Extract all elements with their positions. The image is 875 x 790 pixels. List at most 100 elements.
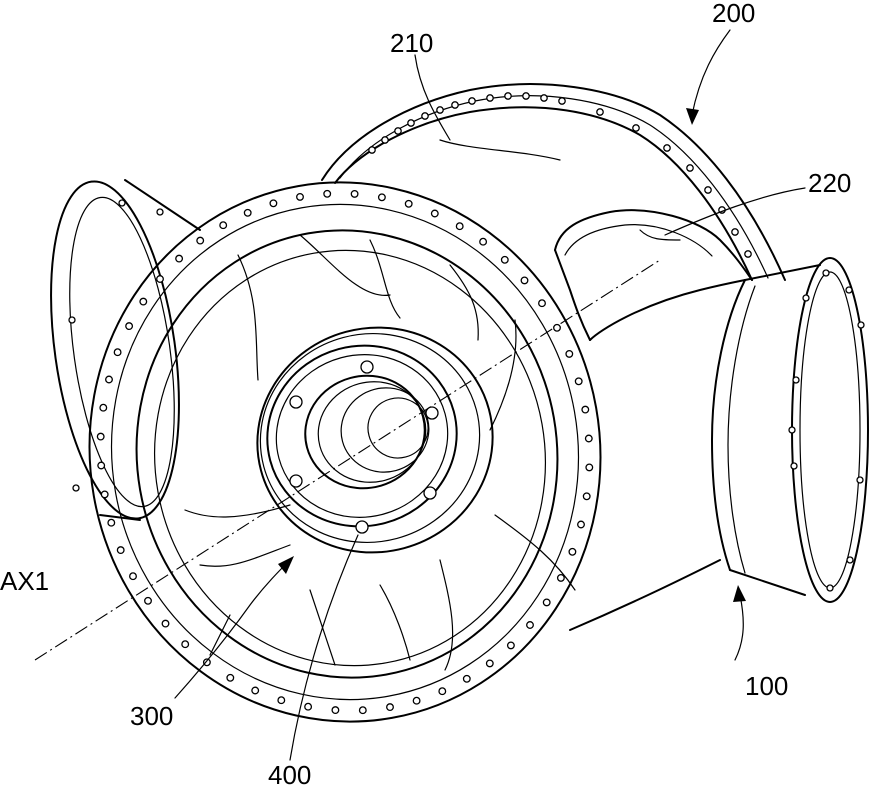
- flange-hole: [386, 703, 394, 712]
- flange-hole: [632, 124, 640, 132]
- flange-hole: [540, 94, 548, 102]
- flange-hole: [72, 484, 80, 492]
- flange-hole: [857, 321, 865, 329]
- flange-hole: [486, 94, 494, 102]
- flange-hole: [323, 189, 332, 198]
- flange-hole: [556, 573, 565, 582]
- flange-hole: [565, 349, 574, 358]
- label-210: 210: [390, 28, 433, 58]
- flange-hole: [788, 426, 796, 434]
- flange-hole: [404, 199, 413, 208]
- flange-hole: [485, 659, 494, 668]
- flange-hole: [504, 92, 512, 100]
- flange-hole: [585, 463, 594, 472]
- flange-hole: [304, 702, 313, 711]
- flange-hole: [181, 640, 190, 649]
- flange-hole: [277, 696, 286, 705]
- flange-hole: [129, 572, 137, 581]
- flange-hole: [451, 101, 459, 109]
- flange-hole: [582, 492, 591, 501]
- flange-hole: [522, 92, 530, 100]
- label-ax1: AX1: [0, 566, 49, 596]
- flange-hole: [125, 322, 134, 331]
- bearing-bolt: [355, 520, 369, 534]
- flange-hole: [331, 706, 340, 715]
- hub-body-100: [569, 279, 756, 631]
- flange-hole: [97, 461, 106, 470]
- flange-hole: [368, 146, 376, 154]
- flange-hole: [175, 254, 184, 263]
- flange-hole: [596, 108, 604, 116]
- flange-hole: [99, 403, 108, 412]
- bearing-bolt: [425, 406, 439, 420]
- flange-hole: [744, 250, 752, 258]
- flange-hole: [553, 323, 561, 332]
- arrow-head: [686, 108, 699, 125]
- opening-220: [554, 209, 753, 341]
- flange-hole: [358, 706, 367, 715]
- flange-hole: [845, 286, 853, 294]
- flange-hole: [581, 405, 590, 414]
- bearing-bolt: [289, 395, 303, 409]
- flange-hole: [436, 106, 444, 114]
- flange-hole: [105, 375, 113, 384]
- flange-hole: [526, 621, 534, 629]
- label-200: 200: [712, 0, 755, 28]
- flange-hole: [269, 199, 278, 208]
- leaders: [174, 29, 806, 761]
- front-flange-300: [88, 181, 602, 723]
- flange-hole: [156, 275, 164, 283]
- flange-hole: [462, 674, 471, 683]
- flange-hole: [118, 199, 126, 207]
- flange-hole: [377, 193, 386, 202]
- flange-hole: [100, 490, 109, 499]
- bearing-bolt: [289, 474, 303, 488]
- flange-hole: [196, 236, 205, 245]
- flange-hole: [577, 520, 585, 529]
- flange-hole: [107, 518, 116, 527]
- flange-hole: [144, 596, 152, 605]
- flange-hole: [500, 255, 509, 264]
- label-100: 100: [745, 671, 788, 701]
- label-400: 400: [268, 760, 311, 790]
- flange-hole: [438, 687, 447, 696]
- flange-hole: [219, 221, 228, 230]
- flange-hole: [802, 294, 810, 302]
- right-flange: [729, 257, 869, 603]
- label-220: 220: [808, 168, 851, 198]
- bearing-bolt: [423, 486, 437, 500]
- flange-hole: [846, 556, 854, 564]
- flange-hole: [574, 377, 583, 386]
- flange-hole: [96, 432, 105, 441]
- flange-hole: [381, 136, 389, 144]
- flange-hole: [822, 269, 830, 277]
- flange-hole: [568, 547, 577, 556]
- flange-hole: [202, 658, 211, 667]
- flange-hole: [479, 237, 488, 246]
- flange-hole: [538, 299, 546, 308]
- flange-hole: [792, 376, 800, 384]
- flange-hole: [506, 641, 515, 650]
- flange-hole: [394, 127, 402, 135]
- flange-hole: [226, 673, 235, 682]
- bolt-ring: [96, 189, 594, 715]
- flange-hole: [856, 476, 864, 484]
- flange-hole: [542, 598, 551, 607]
- flange-hole: [296, 192, 304, 201]
- bearing-400: [256, 326, 494, 554]
- flange-hole: [663, 144, 671, 152]
- arrow-head: [733, 585, 746, 602]
- bearing-bolt: [360, 360, 374, 374]
- flange-hole: [412, 696, 421, 705]
- flange-hole: [584, 434, 593, 443]
- flange-hole: [350, 189, 359, 198]
- flange-hole: [686, 164, 694, 172]
- label-300: 300: [130, 701, 173, 731]
- flange-hole: [455, 222, 464, 231]
- arrow-head: [278, 556, 294, 574]
- flange-hole: [558, 97, 566, 105]
- flange-hole: [113, 348, 122, 357]
- interior-vanes: [184, 234, 576, 671]
- flange-hole: [116, 546, 125, 555]
